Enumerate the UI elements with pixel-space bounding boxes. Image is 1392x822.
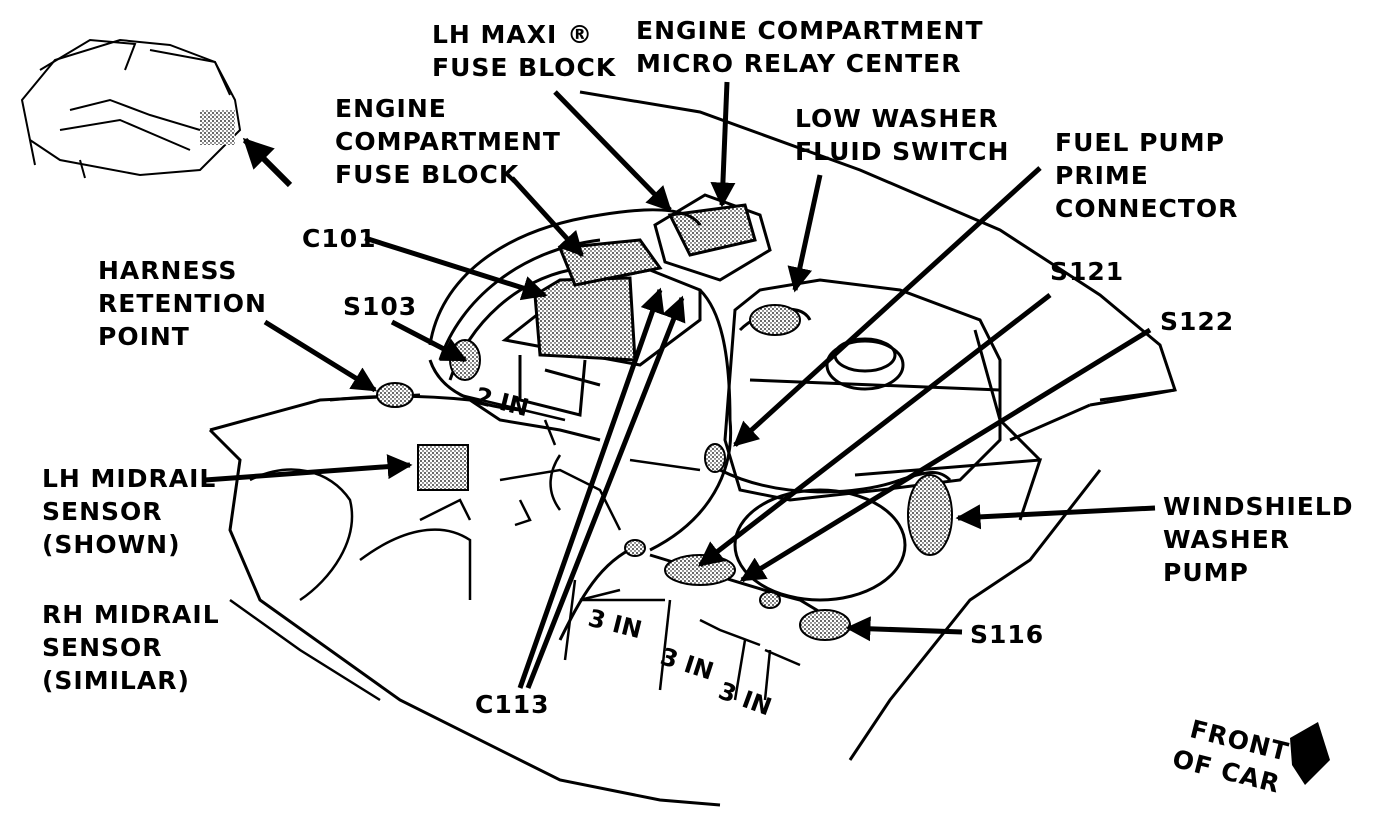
label-line: FUSE BLOCK [335,160,520,189]
label-s103: S103 [343,292,418,321]
label-line: RETENTION [98,289,267,318]
label-line: CONNECTOR [1055,194,1239,223]
label-line: WINDSHIELD [1163,492,1354,521]
label-line: FUEL PUMP [1055,128,1225,157]
connector-details [376,304,953,641]
dimension-lines [459,393,801,701]
label-line: RH MIDRAIL [42,600,220,629]
body-details [229,454,701,702]
label-line: WASHER [1163,525,1291,554]
label-line: HARNESS [98,256,238,285]
label-fuel-pump-prime-connector: FUEL PUMP PRIME CONNECTOR [1055,126,1238,225]
label-rh-midrail-sensor: RH MIDRAIL SENSOR (SIMILAR) [42,598,220,697]
label-line: FUSE BLOCK [432,53,617,82]
locator-arrow [242,137,293,188]
leader-lines [204,81,1156,689]
label-lh-midrail-sensor: LH MIDRAIL SENSOR (SHOWN) [42,462,216,561]
label-line: (SHOWN) [42,530,181,559]
label-micro-relay-center: ENGINE COMPARTMENT MICRO RELAY CENTER [636,14,984,80]
label-windshield-washer-pump: WINDSHIELD WASHER PUMP [1163,490,1354,589]
label-line: LH MIDRAIL [42,464,217,493]
label-line: MICRO RELAY CENTER [636,49,962,78]
washer-reservoir [723,278,1002,602]
label-c113: C113 [475,690,550,719]
front-of-car-arrow [1290,722,1330,785]
label-engine-compartment-fuse-block: ENGINE COMPARTMENT FUSE BLOCK [335,92,561,191]
label-line: FLUID SWITCH [795,137,1010,166]
label-harness-retention-point: HARNESS RETENTION POINT [98,254,267,353]
label-line: LOW WASHER [795,104,999,133]
label-s121: S121 [1050,257,1125,286]
label-line: POINT [98,322,190,351]
label-line: SENSOR [42,633,163,662]
label-c101: C101 [302,224,377,253]
relay-center-illustration [653,193,772,282]
hood-outline [208,90,1177,807]
label-line: COMPARTMENT [335,127,561,156]
label-s116: S116 [970,620,1045,649]
label-lh-maxi-fuse-block: LH MAXI ® FUSE BLOCK [432,18,616,84]
label-line: ENGINE COMPARTMENT [636,16,984,45]
label-line: ENGINE [335,94,447,123]
label-line: PUMP [1163,558,1249,587]
label-line: SENSOR [42,497,163,526]
label-line: LH MAXI ® [432,20,594,49]
label-low-washer-fluid-switch: LOW WASHER FLUID SWITCH [795,102,1009,168]
label-s122: S122 [1160,307,1235,336]
label-line: PRIME [1055,161,1149,190]
car-locator-illustration [20,38,242,179]
label-line: (SIMILAR) [42,666,190,695]
